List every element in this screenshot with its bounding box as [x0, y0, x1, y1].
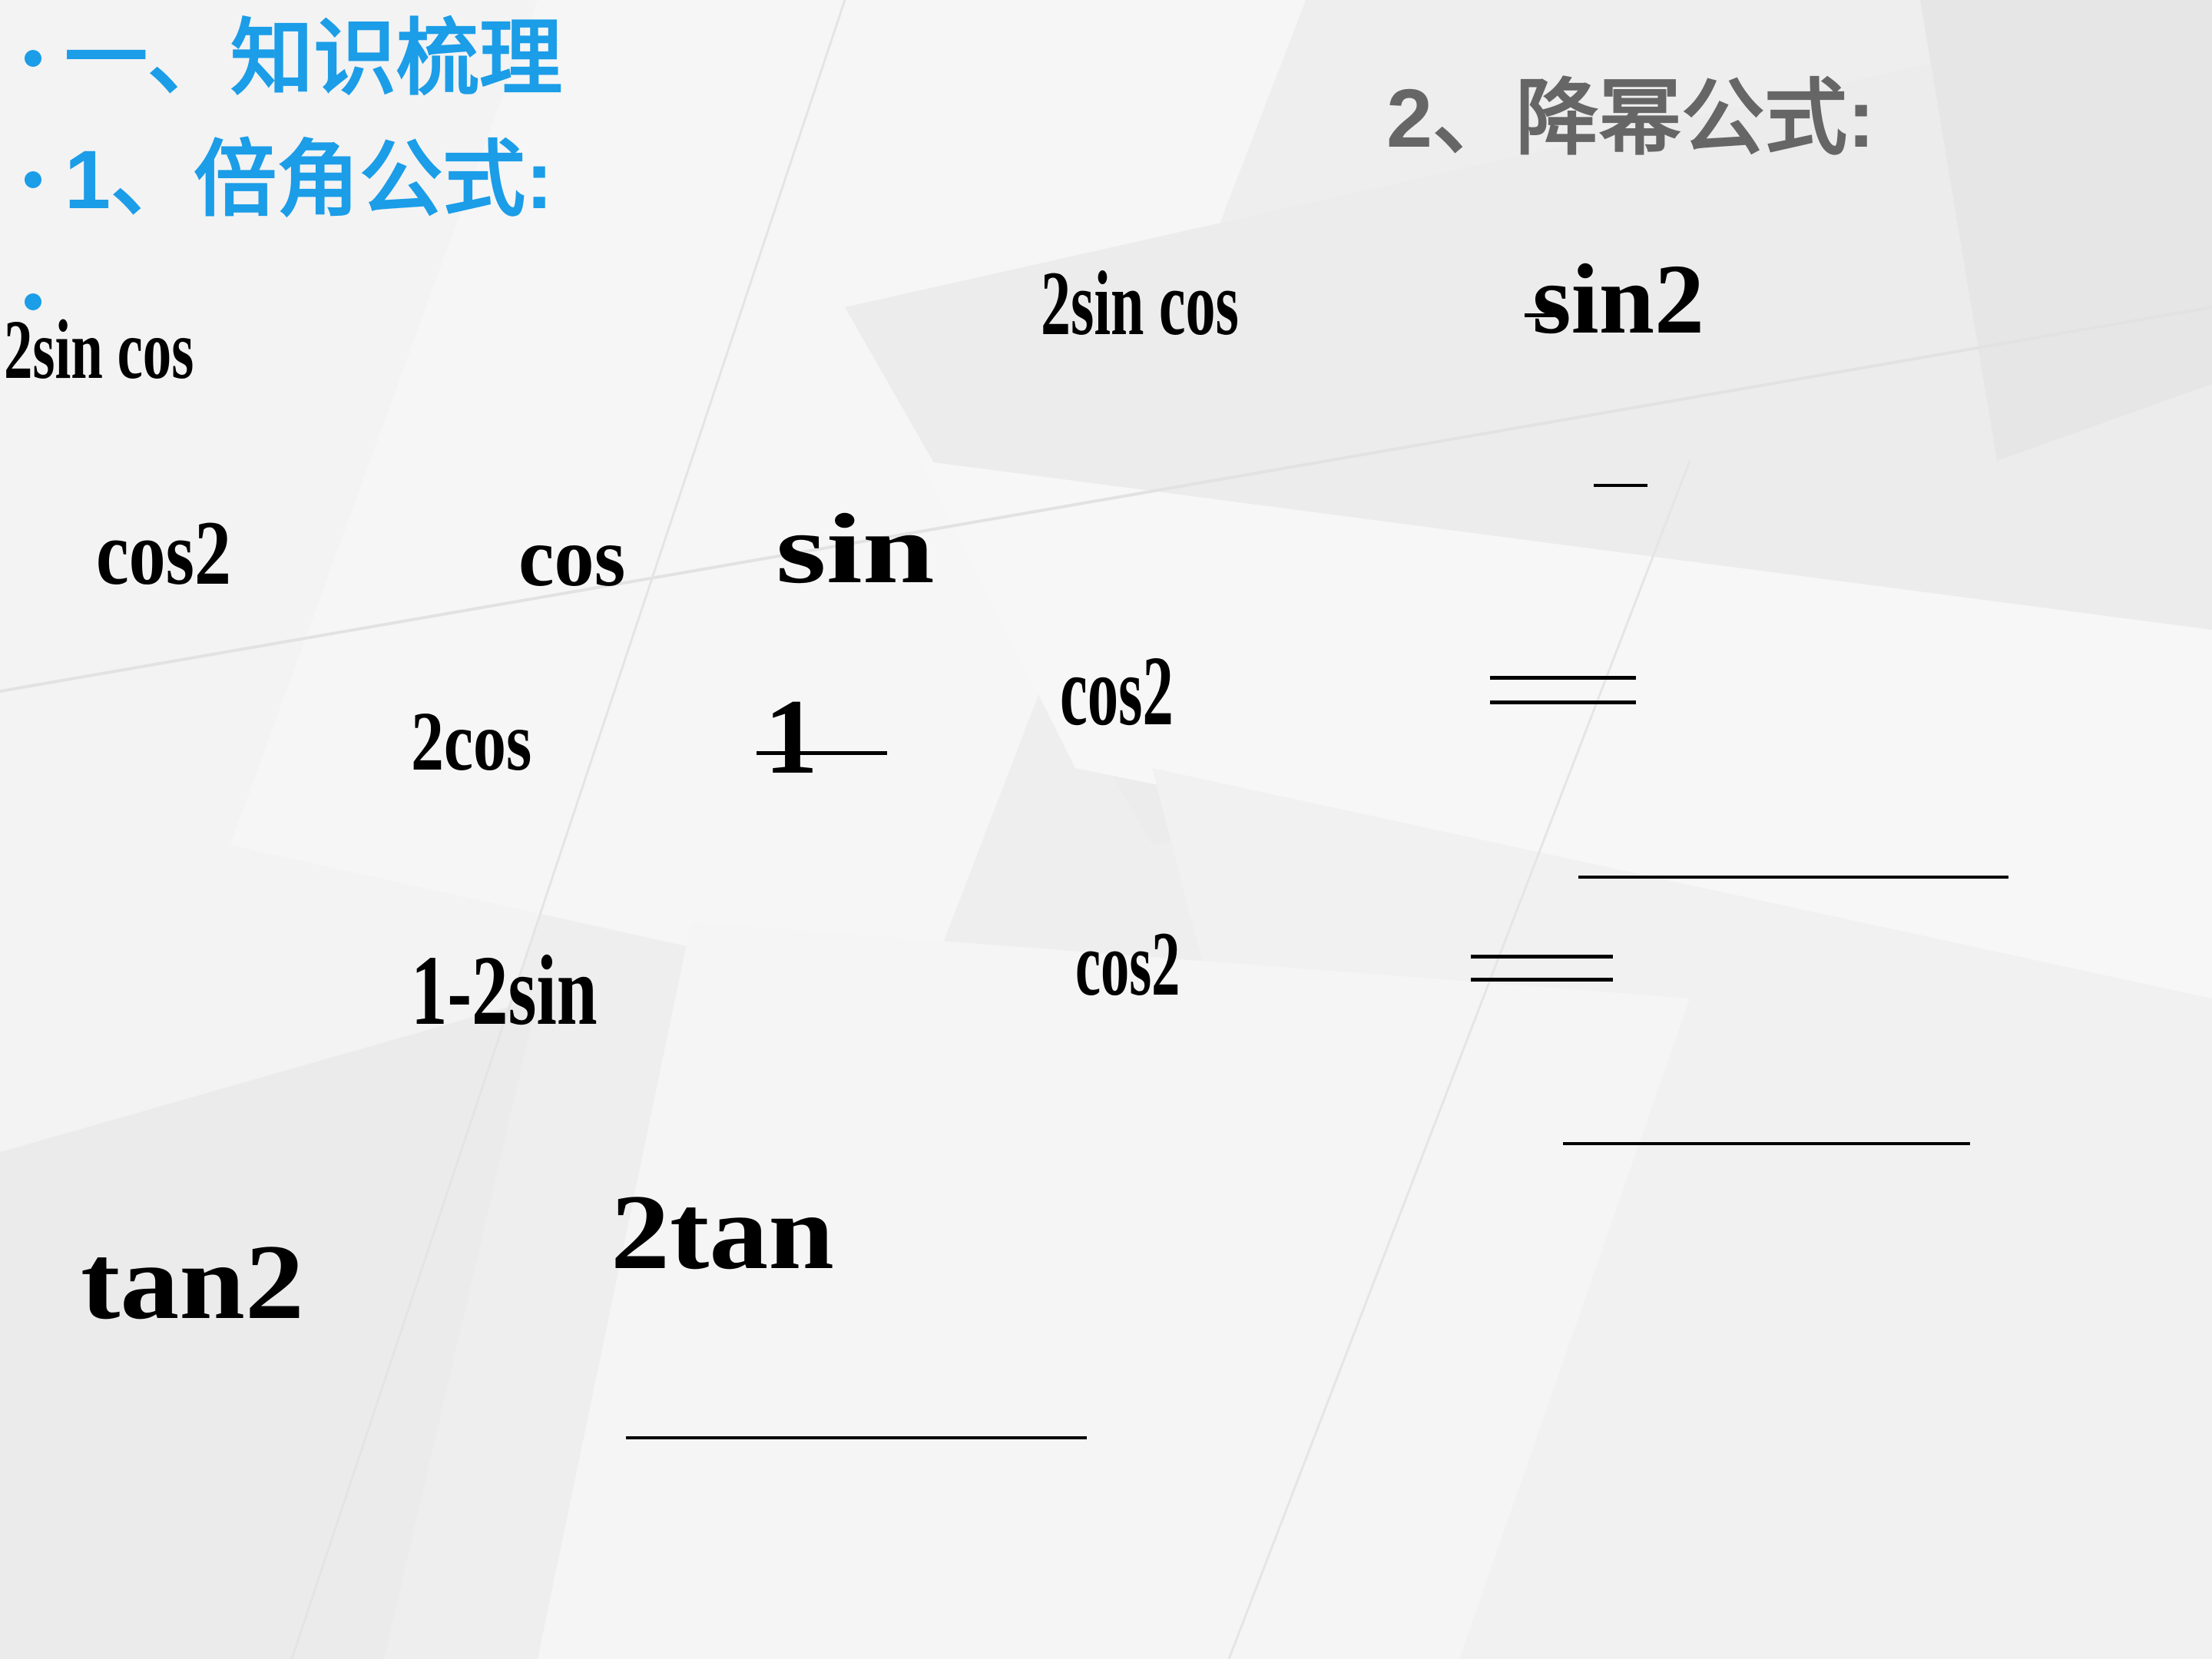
formula-fragment: cos2	[1060, 636, 1174, 747]
formula-fragment: 2sin cos	[1041, 252, 1239, 354]
equals-bar-top	[1490, 676, 1636, 680]
equals-bar-bottom	[1471, 978, 1613, 982]
equals-bar-top	[1471, 955, 1613, 959]
formula-fragment: sin	[776, 494, 935, 604]
formula-fragment: cos2	[1075, 912, 1181, 1015]
bullet-dot	[25, 293, 41, 310]
formula-bar	[1594, 484, 1647, 487]
fraction-bar	[1578, 876, 2008, 879]
formula-bar	[757, 751, 887, 755]
formula-fragment: 1	[764, 677, 818, 796]
double-angle-heading: 1、倍角公式:	[65, 133, 554, 226]
formula-fragment: tan2	[81, 1223, 304, 1342]
formula-fragment: 2cos	[411, 694, 532, 788]
formula-fragment: 2tan	[611, 1173, 834, 1292]
bullet-dot	[25, 50, 41, 68]
formula-fragment: cos	[518, 510, 626, 604]
double-angle-heading-line: 1、倍角公式:	[25, 138, 553, 221]
power-reduction-heading: 2、降幂公式:	[1386, 71, 1876, 164]
fraction-bar	[626, 1436, 1087, 1439]
formula-bar	[1525, 313, 1555, 317]
bullet-dot	[25, 171, 41, 189]
formula-fragment: cos2	[96, 502, 231, 604]
equals-bar-bottom	[1490, 700, 1636, 704]
formula-fragment: 2sin cos	[4, 303, 194, 396]
fraction-bar	[1563, 1142, 1970, 1145]
knowledge-heading: 一、知识梳理	[65, 12, 563, 104]
formula-fragment: 1-2sin	[411, 935, 598, 1046]
knowledge-heading-line: 一、知识梳理	[25, 17, 562, 100]
formula-fragment: sin2	[1532, 244, 1705, 355]
